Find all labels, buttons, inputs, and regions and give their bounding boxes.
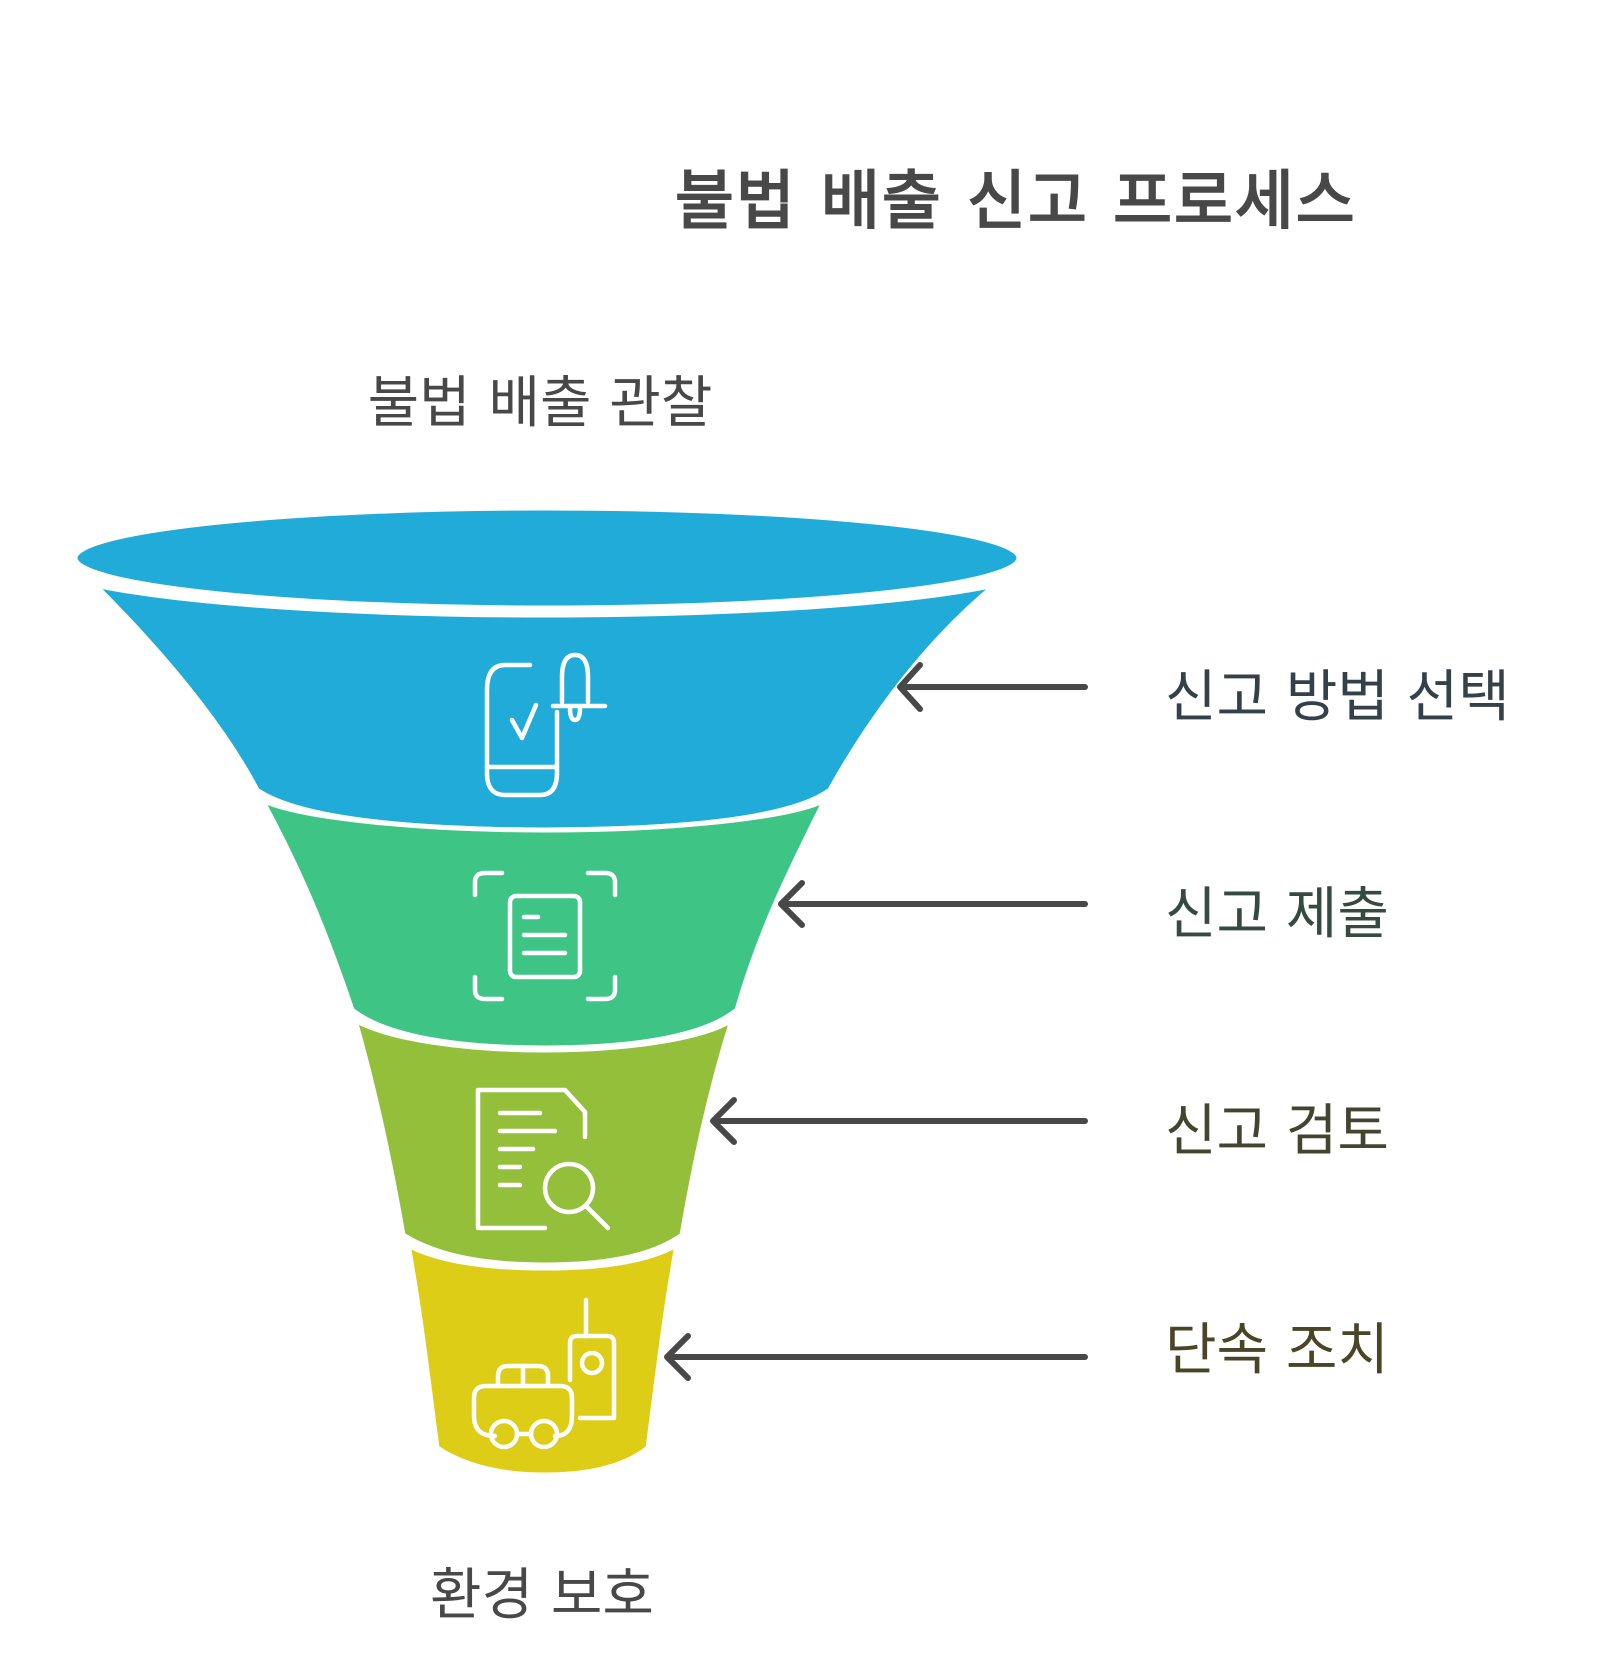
phone-bell-check-icon bbox=[484, 652, 608, 798]
remote-control-car-icon bbox=[471, 1297, 617, 1450]
funnel-stage-4 bbox=[404, 1240, 681, 1478]
arrow-icon bbox=[664, 1333, 1088, 1381]
funnel-stage-2 bbox=[256, 794, 831, 1051]
page-title: 불법 배출 신고 프로세스 bbox=[675, 165, 1357, 239]
arrow-icon bbox=[897, 662, 1088, 712]
funnel-stage-3 bbox=[350, 1014, 737, 1268]
funnel-stage-1 bbox=[72, 505, 1022, 833]
funnel-input-label: 불법 배출 관찰 bbox=[367, 371, 713, 436]
stage-label-1: 신고 방법 선택 bbox=[1165, 665, 1510, 730]
document-scan-icon bbox=[472, 870, 618, 1002]
arrow-icon bbox=[710, 1097, 1088, 1145]
stage-label-2: 신고 제출 bbox=[1165, 882, 1389, 947]
stage-label-4: 단속 조치 bbox=[1165, 1318, 1389, 1383]
funnel-output-label: 환경 보호 bbox=[430, 1563, 654, 1628]
arrow-icon bbox=[778, 880, 1088, 928]
document-search-icon bbox=[475, 1087, 611, 1231]
stage-label-3: 신고 검토 bbox=[1165, 1099, 1389, 1164]
